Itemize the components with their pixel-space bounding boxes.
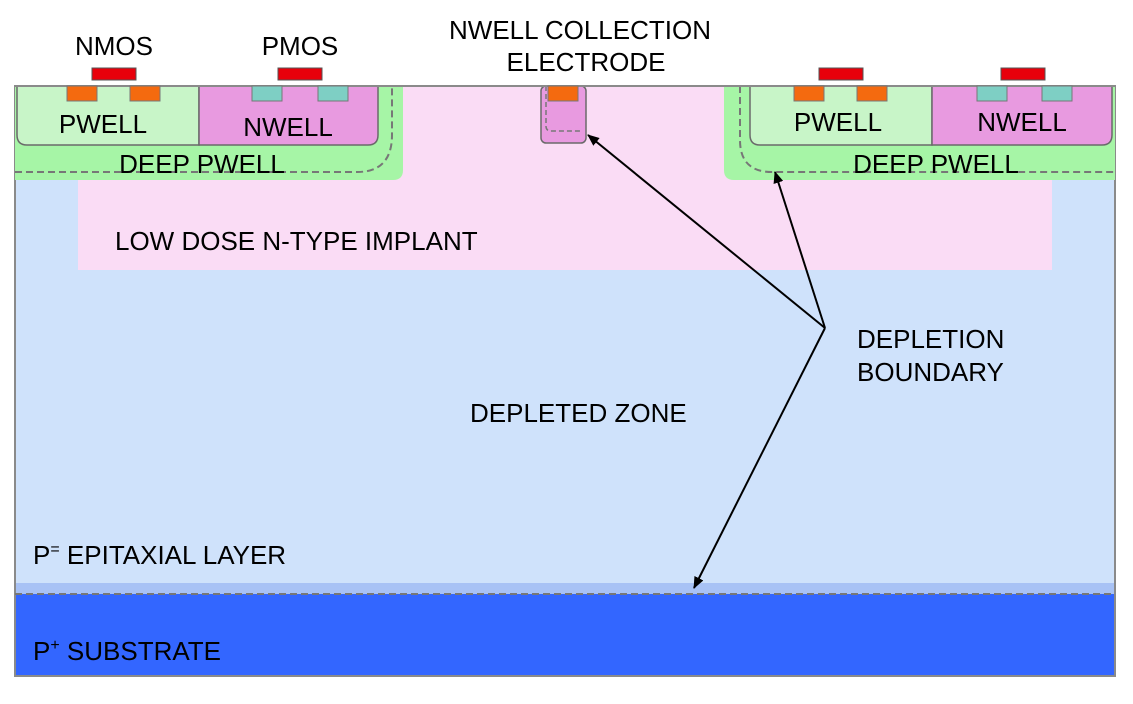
- pmos-gate-left: [277, 67, 323, 81]
- nmos-contact-right-2: [856, 85, 888, 102]
- depletion-boundary-label-line1: DEPLETION: [857, 324, 1004, 354]
- substrate-layer: [15, 594, 1115, 676]
- arrow-to-deep-pwell: [773, 171, 826, 329]
- depleted-zone-label: DEPLETED ZONE: [470, 398, 687, 428]
- substrate-prefix: P: [33, 636, 50, 666]
- nmos-gate-right: [818, 67, 864, 81]
- pmos-contact-right-2: [1041, 85, 1073, 102]
- nwell-right-label: NWELL: [977, 107, 1067, 137]
- epitaxial-text: EPITAXIAL LAYER: [60, 540, 286, 570]
- pmos-gate-right: [1000, 67, 1046, 81]
- collection-electrode-label-line1: NWELL COLLECTION: [449, 15, 711, 45]
- arrow-to-electrode: [587, 134, 826, 329]
- depletion-boundary-right: [739, 86, 1115, 173]
- nmos-contact-left-2: [129, 85, 161, 102]
- pmos-contact-right-1: [976, 85, 1008, 102]
- epitaxial-prefix: P: [33, 540, 50, 570]
- depletion-boundary-electrode: [545, 86, 580, 132]
- pwell-right-label: PWELL: [794, 107, 882, 137]
- nmos-contact-right-1: [793, 85, 825, 102]
- nmos-gate-left: [91, 67, 137, 81]
- depletion-boundary-left: [15, 86, 393, 173]
- depletion-boundary-label-line2: BOUNDARY: [857, 357, 1004, 387]
- substrate-label: P+ SUBSTRATE: [33, 636, 221, 666]
- electrode-contact: [547, 85, 579, 102]
- arrow-to-substrate: [693, 327, 826, 589]
- implant-label: LOW DOSE N-TYPE IMPLANT: [115, 226, 478, 256]
- nwell-left-label: NWELL: [243, 112, 333, 142]
- substrate-superscript: +: [50, 637, 59, 654]
- deep-pwell-left-label: DEEP PWELL: [119, 149, 285, 179]
- pmos-contact-left-2: [317, 85, 349, 102]
- substrate-text: SUBSTRATE: [60, 636, 221, 666]
- deep-pwell-right-label: DEEP PWELL: [853, 149, 1019, 179]
- pmos-label: PMOS: [262, 31, 339, 61]
- collection-electrode-label-line2: ELECTRODE: [507, 47, 666, 77]
- pmos-contact-left-1: [251, 85, 283, 102]
- epitaxial-layer-label: P= EPITAXIAL LAYER: [33, 540, 286, 570]
- pwell-left-label: PWELL: [59, 109, 147, 139]
- nmos-label: NMOS: [75, 31, 153, 61]
- substrate-boundary-band: [15, 583, 1115, 595]
- epitaxial-superscript: =: [50, 541, 59, 558]
- nmos-contact-left-1: [66, 85, 98, 102]
